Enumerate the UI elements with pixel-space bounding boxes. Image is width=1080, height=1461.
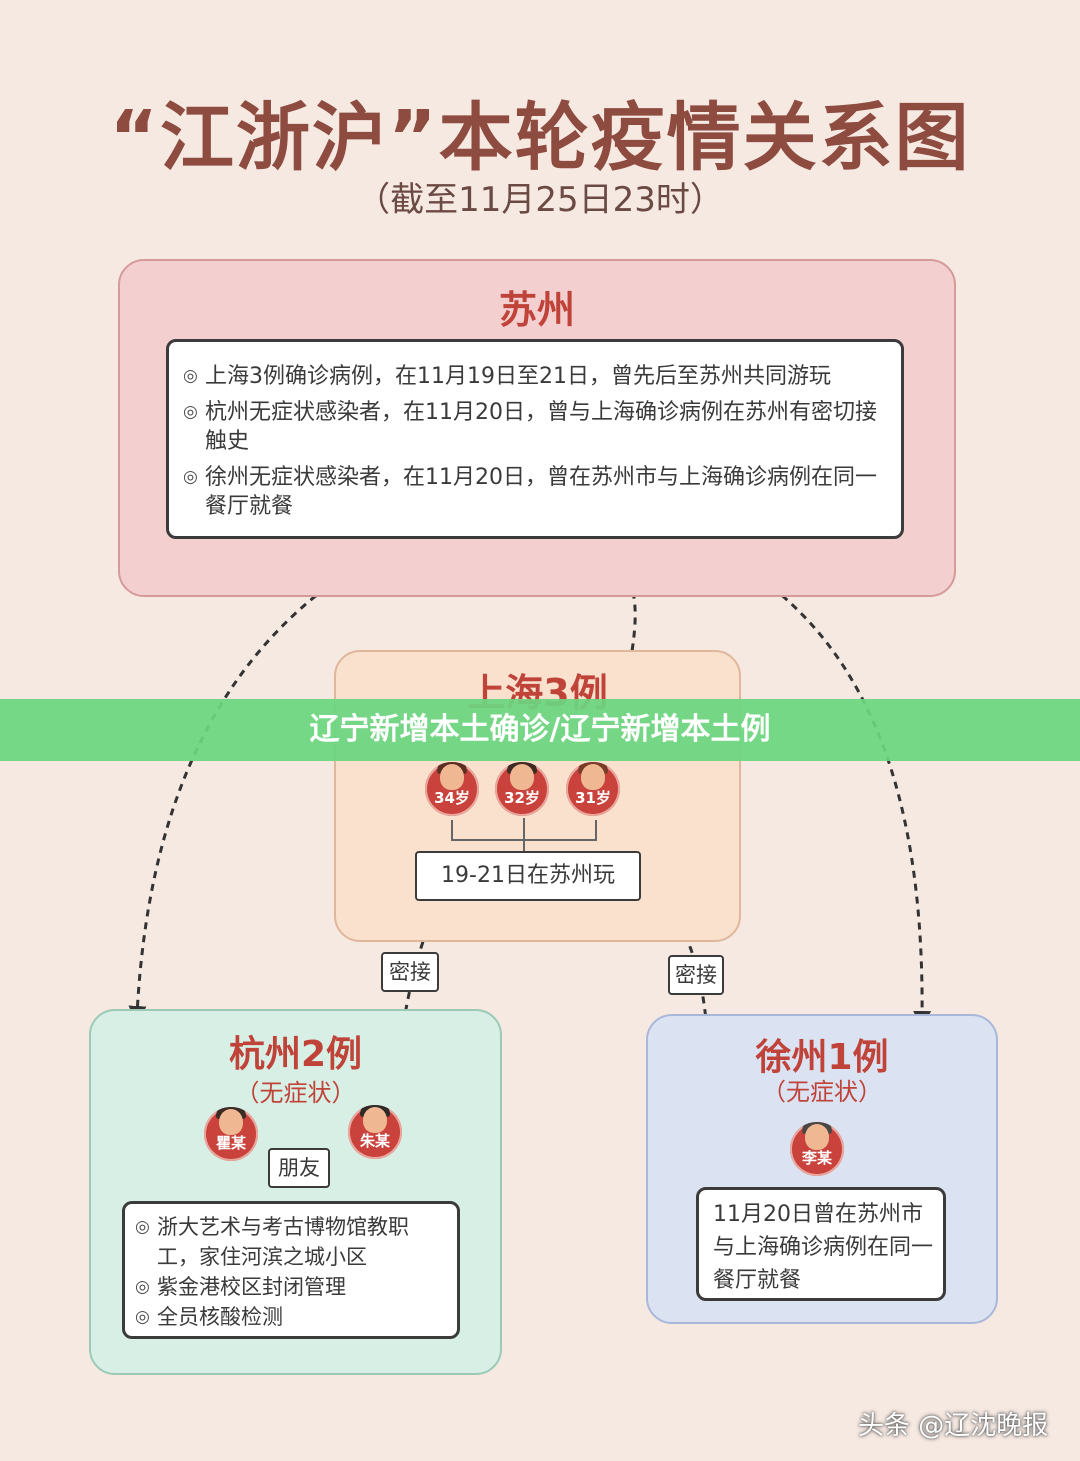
- avatar-name: 李某: [801, 1149, 832, 1167]
- hangzhou-item: 紫金港校区封闭管理: [135, 1272, 447, 1302]
- close-contact-label-right: 密接: [668, 955, 724, 995]
- hangzhou-subheading: （无症状）: [235, 1079, 356, 1107]
- suzhou-item: 杭州无症状感染者，在11月20日，曾与上海确诊病例在苏州有密切接触史: [183, 398, 883, 456]
- relation-label: 朋友: [268, 1148, 330, 1188]
- avatar-age: 32岁: [504, 789, 540, 807]
- hangzhou-heading: 杭州2例: [228, 1034, 363, 1075]
- overlay-banner: 辽宁新增本土确诊/辽宁新增本土例: [0, 699, 1080, 761]
- patient-avatar: 32岁: [495, 762, 549, 816]
- avatar-age: 34岁: [434, 789, 470, 807]
- page-subtitle: （截至11月25日23时）: [356, 180, 724, 220]
- patient-avatar: 李某: [790, 1122, 844, 1176]
- hangzhou-details-box: 浙大艺术与考古博物馆教职工，家住河滨之城小区 紫金港校区封闭管理 全员核酸检测: [122, 1201, 460, 1339]
- avatar-name: 瞿某: [215, 1134, 246, 1152]
- close-contact-label-left: 密接: [381, 952, 439, 992]
- suzhou-item: 上海3例确诊病例，在11月19日至21日，曾先后至苏州共同游玩: [183, 362, 883, 391]
- source-credit: 头条 @辽沈晚报: [858, 1411, 1049, 1441]
- patient-avatar: 朱某: [348, 1105, 402, 1159]
- xuzhou-details-box: 11月20日曾在苏州市与上海确诊病例在同一餐厅就餐: [696, 1187, 946, 1301]
- suzhou-heading: 苏州: [498, 288, 575, 332]
- avatar-age: 31岁: [575, 789, 611, 807]
- page-title: “江浙沪”本轮疫情关系图: [109, 95, 971, 181]
- patient-avatar: 31岁: [566, 762, 620, 816]
- patient-avatar: 34岁: [425, 762, 479, 816]
- suzhou-details-box: 上海3例确诊病例，在11月19日至21日，曾先后至苏州共同游玩 杭州无症状感染者…: [166, 339, 904, 539]
- hangzhou-item: 全员核酸检测: [135, 1302, 447, 1332]
- suzhou-item: 徐州无症状感染者，在11月20日，曾在苏州市与上海确诊病例在同一餐厅就餐: [183, 463, 883, 521]
- xuzhou-heading: 徐州1例: [755, 1037, 889, 1078]
- avatar-name: 朱某: [359, 1132, 390, 1150]
- patient-avatar: 瞿某: [204, 1107, 258, 1161]
- xuzhou-subheading: （无症状）: [762, 1078, 882, 1106]
- hangzhou-item: 浙大艺术与考古博物馆教职工，家住河滨之城小区: [135, 1212, 447, 1272]
- shanghai-note: 19-21日在苏州玩: [415, 851, 641, 901]
